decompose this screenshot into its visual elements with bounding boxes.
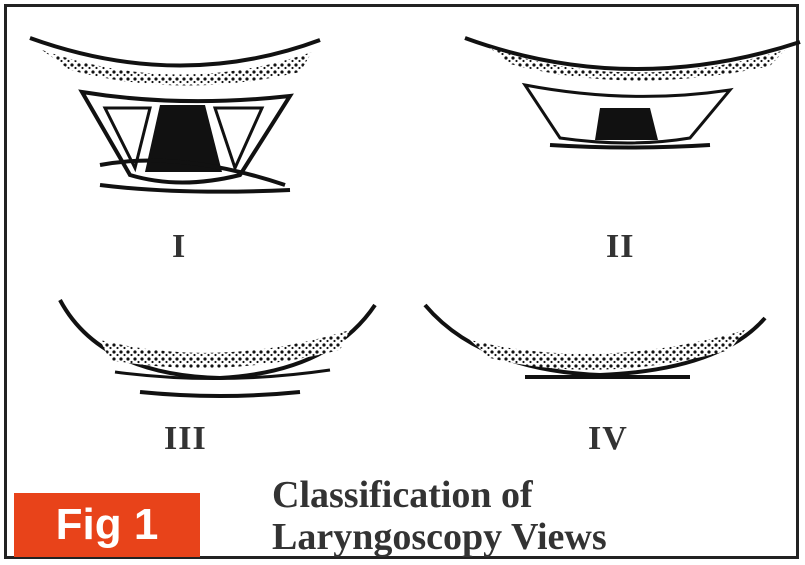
grade-label-2: II	[606, 228, 634, 266]
speckled-tongue-base	[470, 330, 745, 370]
posterior-line	[140, 392, 300, 396]
glottic-opening	[595, 108, 658, 140]
panel-grade-4	[425, 305, 765, 377]
panel-grade-3	[60, 300, 375, 396]
speckled-tongue-base	[490, 48, 785, 81]
figure-caption: Classification of Laryngoscopy Views	[272, 474, 732, 558]
panel-grade-2	[465, 38, 800, 148]
caption-line-1: Classification of	[272, 474, 732, 516]
fig-badge: Fig 1	[14, 493, 200, 557]
caption-line-2: Laryngoscopy Views	[272, 516, 732, 558]
panel-grade-1	[30, 38, 320, 192]
posterior-line	[550, 145, 710, 148]
grade-label-1: I	[172, 228, 186, 266]
speckled-tongue-base	[100, 330, 350, 368]
grade-label-3: III	[164, 420, 207, 458]
posterior-line	[100, 185, 290, 192]
arytenoid-line	[115, 370, 330, 379]
grade-label-4: IV	[588, 420, 628, 458]
